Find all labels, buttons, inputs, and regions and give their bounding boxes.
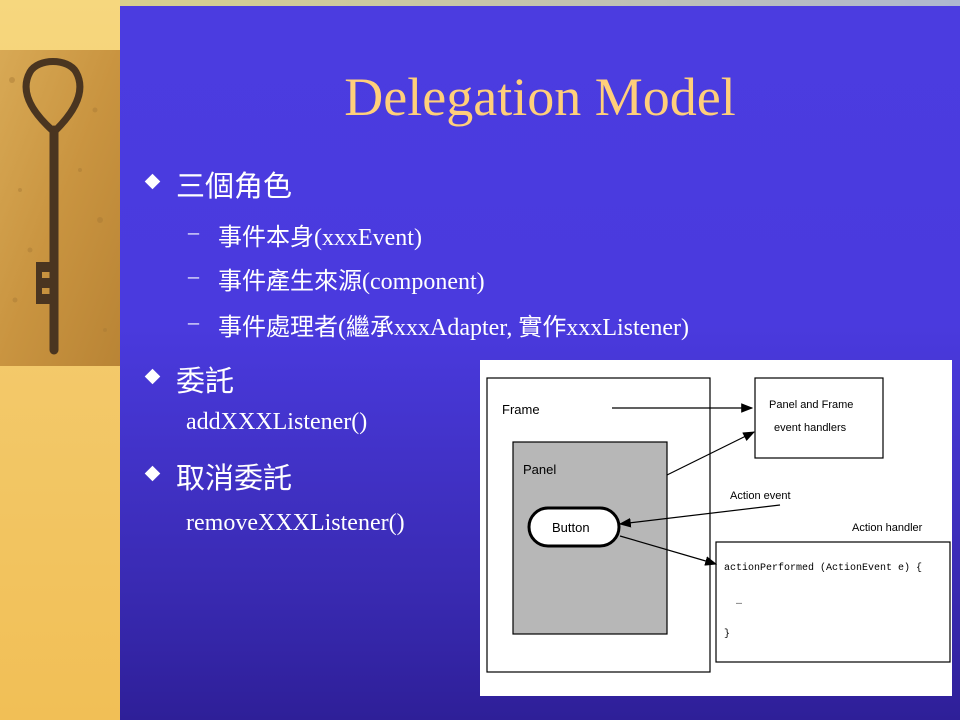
bullet-roles: 三個角色 xyxy=(176,171,293,203)
bullet-delegate: 委託 xyxy=(176,366,235,398)
key-photo xyxy=(0,50,120,366)
sub-item-event: 事件本身(xxxEvent) xyxy=(218,225,422,251)
add-listener-method: addXXXListener() xyxy=(186,409,368,435)
handlers-box xyxy=(754,377,884,459)
code-box xyxy=(715,541,951,663)
handlers-label-line2: event handlers xyxy=(774,422,847,434)
dash-marker: – xyxy=(188,309,199,334)
action-event-arrow xyxy=(618,504,781,528)
slide-title: Delegation Model xyxy=(344,67,736,127)
panel-arrow xyxy=(666,431,756,476)
dash-marker: – xyxy=(188,219,199,244)
handlers-label-line1: Panel and Frame xyxy=(769,399,853,411)
action-event-label: Action event xyxy=(730,490,791,502)
button-label: Button xyxy=(552,520,590,535)
action-handler-arrow xyxy=(619,535,718,566)
action-handler-label: Action handler xyxy=(852,522,923,534)
panel-label: Panel xyxy=(523,462,556,477)
dash-marker: – xyxy=(188,263,199,288)
frame-label: Frame xyxy=(502,402,540,417)
sub-item-handler: 事件處理者(繼承xxxAdapter, 實作xxxListener) xyxy=(218,315,689,341)
code-line-2: … xyxy=(736,597,742,608)
delegation-diagram: Frame Panel Button Panel and Frame event… xyxy=(480,360,952,696)
code-line-1: actionPerformed (ActionEvent e) { xyxy=(724,562,922,574)
remove-listener-method: removeXXXListener() xyxy=(186,510,405,536)
code-line-3: } xyxy=(724,628,730,640)
sub-item-source: 事件產生來源(component) xyxy=(218,269,485,295)
bullet-undelegate: 取消委託 xyxy=(176,463,293,495)
top-accent-strip xyxy=(120,0,960,6)
